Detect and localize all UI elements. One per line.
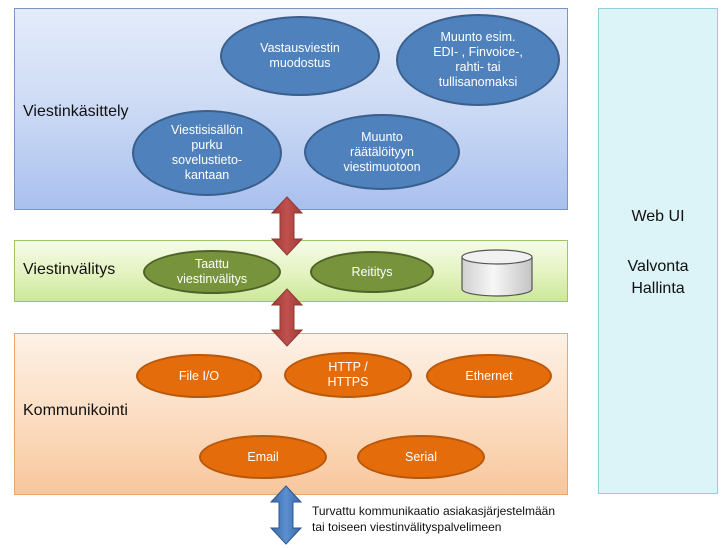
ellipse-serial: Serial: [357, 435, 485, 479]
ellipse-reititys: Reititys: [310, 251, 434, 293]
web-ui-line-hallinta: Hallinta: [631, 280, 685, 297]
double-arrow-icon: [270, 196, 304, 256]
double-arrow-icon: [270, 288, 304, 347]
ellipse-file-io: File I/O: [136, 354, 262, 398]
ellipse-email: Email: [199, 435, 327, 479]
web-ui-line-valvonta: Valvonta: [627, 258, 689, 275]
database-icon: [461, 249, 533, 297]
layer-web-ui: [598, 8, 718, 494]
double-arrow-icon: [269, 485, 303, 545]
layer-label: Viestinvälitys: [23, 261, 116, 278]
layer-label: Kommunikointi: [23, 402, 128, 419]
ellipse-taattu-viestinvalitys: Taattu viestinvälitys: [143, 250, 281, 294]
ellipse-viestisisallon-purku: Viestisisällön purku sovelustieto- kanta…: [132, 110, 282, 196]
ellipse-http-https: HTTP / HTTPS: [284, 352, 412, 398]
secure-communication-caption: Turvattu kommunikaatio asiakasjärjestelm…: [312, 504, 555, 534]
ellipse-vastausviestin-muodostus: Vastausviestin muodostus: [220, 16, 380, 96]
web-ui-title: Web UI: [631, 208, 685, 225]
ellipse-muunto-viestimuotoon: Muunto räätälöityyn viestimuotoon: [304, 114, 460, 190]
ellipse-muunto-sanomaksi: Muunto esim. EDI- , Finvoice-, rahti- ta…: [396, 14, 560, 106]
layer-label: Viestinkäsittely: [23, 103, 129, 120]
ellipse-ethernet: Ethernet: [426, 354, 552, 398]
